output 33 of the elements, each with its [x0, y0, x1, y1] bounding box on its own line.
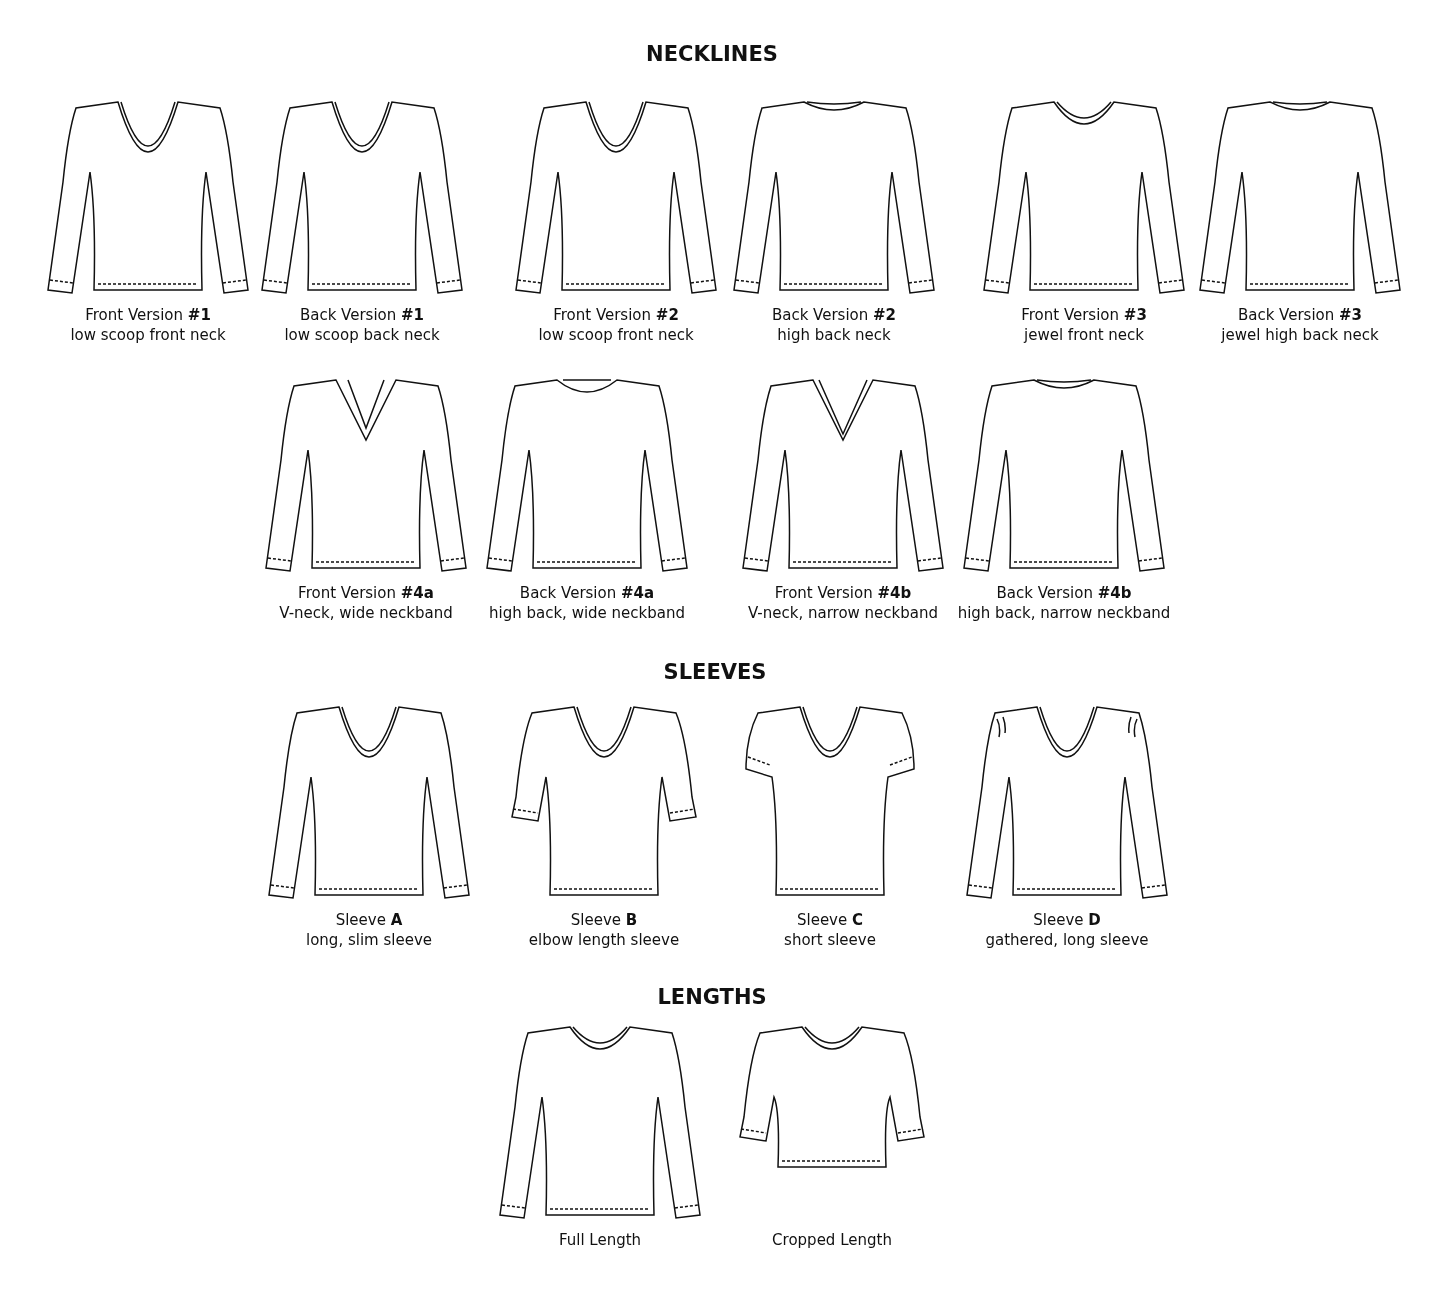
caption-title: Sleeve D: [1033, 910, 1101, 930]
caption-title: Back Version #1: [299, 305, 425, 325]
section-heading: LENGTHS: [657, 985, 767, 1009]
caption-subtitle: V-neck, wide neckband: [279, 603, 453, 623]
caption-title: Back Version #4a: [519, 583, 655, 603]
caption-subtitle: low scoop back neck: [284, 325, 440, 345]
caption-title: Sleeve A: [335, 910, 403, 930]
caption-subtitle: high back, wide neckband: [489, 603, 685, 623]
section-heading: SLEEVES: [663, 660, 767, 684]
caption-title: Front Version #4a: [298, 583, 434, 603]
caption-title: Front Version #2: [553, 305, 679, 325]
section-heading: NECKLINES: [646, 42, 778, 66]
caption-title: Full Length: [558, 1230, 642, 1250]
caption-title: Back Version #4b: [996, 583, 1132, 603]
caption-title: Back Version #2: [771, 305, 897, 325]
caption-subtitle: low scoop front neck: [70, 325, 226, 345]
caption-subtitle: high back, narrow neckband: [957, 603, 1171, 623]
caption-title: Front Version #3: [1021, 305, 1147, 325]
caption-subtitle: long, slim sleeve: [306, 930, 432, 950]
caption-title: Front Version #1: [85, 305, 211, 325]
caption-title: Cropped Length: [772, 1230, 892, 1250]
caption-subtitle: jewel high back neck: [1221, 325, 1379, 345]
caption-title: Back Version #3: [1237, 305, 1363, 325]
caption-subtitle: short sleeve: [784, 930, 876, 950]
caption-title: Sleeve C: [797, 910, 863, 930]
caption-title: Sleeve B: [570, 910, 638, 930]
caption-subtitle: V-neck, narrow neckband: [747, 603, 939, 623]
caption-title: Front Version #4b: [774, 583, 912, 603]
caption-subtitle: high back neck: [777, 325, 891, 345]
caption-subtitle: elbow length sleeve: [528, 930, 680, 950]
caption-subtitle: low scoop front neck: [538, 325, 694, 345]
caption-subtitle: jewel front neck: [1024, 325, 1144, 345]
caption-subtitle: gathered, long sleeve: [985, 930, 1149, 950]
